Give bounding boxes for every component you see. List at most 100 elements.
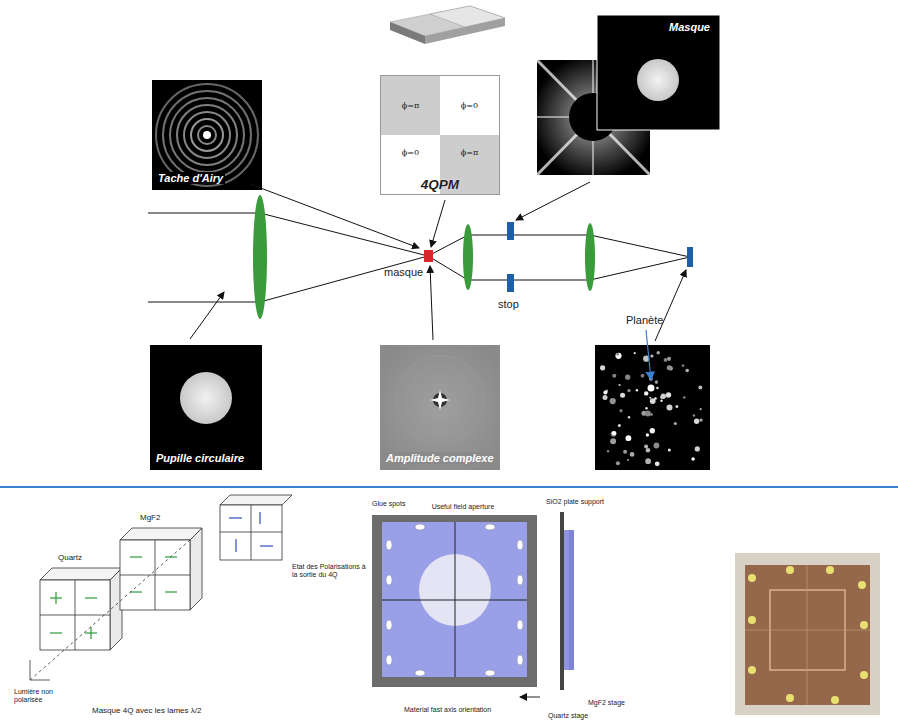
mask-photo — [735, 553, 880, 715]
optical-bench — [148, 195, 693, 319]
image-panel: Amplitude complexe — [380, 345, 500, 470]
note-label: Material fast axis orientation — [404, 706, 491, 713]
mask-image — [597, 15, 720, 130]
phase-value: ϕ=0 — [440, 100, 499, 110]
speckle-dot — [627, 459, 629, 461]
leader-arrows — [190, 182, 686, 341]
speckle-dot — [694, 419, 699, 424]
panel-caption: Masque — [667, 21, 712, 33]
panel-caption: 4QPM — [381, 177, 499, 192]
image-panel: Pupille circulaire — [150, 345, 262, 470]
speckle-dot — [611, 431, 617, 437]
speckle-dot — [667, 357, 671, 361]
part-label: Quartz stage — [548, 712, 588, 719]
speckle-dot — [630, 452, 635, 457]
airy-pattern — [152, 80, 262, 190]
speckle-dot — [654, 443, 660, 449]
part-label: Glue spots — [372, 500, 405, 507]
speckle-dot — [603, 390, 607, 394]
speckle-image — [595, 345, 710, 470]
wave-plate-stacks — [30, 495, 292, 680]
image-panel: Tache d'Airy — [152, 80, 262, 190]
speckle-dot — [699, 418, 702, 421]
speckle-dot — [644, 444, 648, 448]
speckle-dot — [693, 414, 695, 416]
mask-mount — [372, 512, 574, 697]
speckle-dot — [675, 405, 678, 408]
speckle-dot — [700, 408, 702, 410]
speckle-dot — [628, 416, 631, 419]
layer-label: MgF2 — [140, 513, 160, 522]
speckle-dot — [619, 384, 621, 386]
speckle-dot — [646, 433, 649, 436]
panel-caption: Pupille circulaire — [154, 452, 246, 464]
speckle-dot — [617, 353, 619, 355]
speckle-dot — [644, 391, 648, 395]
phase-value: ϕ=π — [381, 100, 440, 110]
speckle-dot — [641, 374, 645, 378]
speckle-dot — [674, 422, 677, 425]
part-label: Useful field aperture — [430, 503, 496, 511]
speckle-dot — [650, 354, 653, 357]
speckle-dot — [618, 424, 621, 427]
quadrant-box: ϕ=0 — [440, 76, 499, 135]
speckle-dot — [619, 409, 622, 412]
speckle-dot — [650, 428, 655, 433]
speckle-dot — [607, 450, 609, 452]
speckle-dot — [666, 392, 671, 397]
speckle-dot — [625, 375, 630, 380]
speckle-dot — [636, 389, 638, 391]
speckle-dot — [603, 395, 608, 400]
speckle-dot — [645, 458, 651, 464]
speckle-dot — [667, 404, 673, 410]
speckle-dot — [660, 400, 662, 402]
part-label: MgF2 stage — [588, 699, 625, 706]
planet-pointer — [646, 330, 651, 380]
phase-value: ϕ=π — [440, 147, 499, 157]
speckle-dot — [646, 448, 651, 453]
speckle-dot — [615, 353, 621, 359]
speckle-dot — [645, 411, 651, 417]
speckle-dot — [620, 393, 625, 398]
speckle-dot — [650, 398, 656, 404]
speckle-dot — [600, 365, 605, 370]
speckle-dot — [695, 446, 700, 451]
phase-mask-panel: ϕ=πϕ=0ϕ=0ϕ=π4QPM — [380, 75, 500, 195]
part-label: masque — [384, 266, 423, 278]
speckle-dot — [668, 449, 671, 452]
speckle-dot — [667, 365, 672, 370]
speckle-dot — [657, 351, 660, 354]
note-label: Lumière non polarisée — [14, 688, 66, 704]
speckle-dot — [645, 407, 647, 409]
speckle-dot — [626, 435, 632, 441]
part-label: SiO2 plate support — [546, 498, 604, 505]
speckle-dot — [691, 457, 695, 461]
speckle-dot — [649, 397, 651, 399]
speckle-dot — [664, 358, 668, 362]
phase-value: ϕ=0 — [381, 147, 440, 157]
speckle-dot — [682, 364, 685, 367]
part-label: Planète — [626, 314, 663, 326]
phase-plate-3d — [390, 6, 505, 44]
pupil-image — [150, 345, 262, 470]
separator-line — [0, 486, 898, 488]
layer-label: Quartz — [58, 553, 82, 562]
speckle-dot — [612, 374, 616, 378]
image-panel: Masque — [597, 15, 720, 130]
planet-dot — [648, 385, 655, 392]
speckle-dot — [623, 450, 627, 454]
quadrant-box: ϕ=π — [381, 76, 440, 135]
speckle-dot — [610, 398, 616, 404]
part-label: stop — [498, 298, 519, 310]
speckle-dot — [685, 369, 689, 373]
speckle-dot — [610, 438, 616, 444]
speckle-dot — [612, 431, 617, 436]
speckle-dot — [616, 461, 620, 465]
speckle-dot — [655, 461, 660, 466]
panel-caption: Amplitude complexe — [384, 452, 496, 464]
speckle-dot — [655, 380, 659, 384]
speckle-dot — [634, 352, 636, 354]
speckle-dot — [661, 394, 666, 399]
complex-amplitude-image — [380, 345, 500, 470]
